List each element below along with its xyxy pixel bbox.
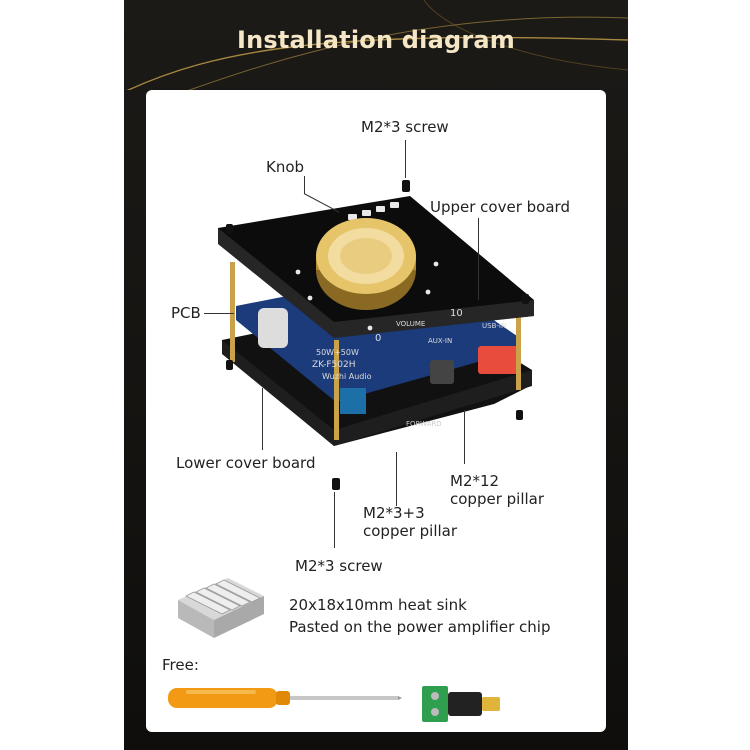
heatsink-label: 20x18x10mm heat sink Pasted on the power… [289, 594, 550, 638]
pillar-33-label: M2*3+3 copper pillar [363, 504, 457, 540]
lower-cover-label: Lower cover board [176, 454, 316, 472]
pillar-12-line1: M2*12 [450, 472, 500, 490]
screw-icon [332, 478, 340, 490]
top-screw-label: M2*3 screw [361, 118, 449, 136]
screwdriver-icon [168, 688, 402, 708]
pillar-33-line1: M2*3+3 [363, 504, 425, 522]
pillar-12-label: M2*12 copper pillar [450, 472, 544, 508]
free-label: Free: [162, 656, 199, 674]
knob-label: Knob [266, 158, 305, 176]
screw-icon [522, 294, 529, 304]
heatsink-line2: Pasted on the power amplifier chip [289, 618, 551, 636]
aux-jack-icon [430, 360, 454, 384]
board-usb-marking: USB-IN [482, 322, 507, 330]
capacitor-icon [258, 308, 288, 348]
screw-icon [402, 180, 410, 192]
screw-icon [516, 410, 523, 420]
copper-pillar [230, 262, 235, 362]
board-forward-marking: FORWARD [406, 420, 442, 428]
board-volume-marking: VOLUME [396, 320, 426, 328]
screw-icon [226, 360, 233, 370]
pillar-12-line2: copper pillar [450, 490, 545, 508]
knob-icon [316, 218, 416, 310]
board-power-marking: 50W+50W [316, 348, 359, 357]
gold-swoosh-decoration [126, 0, 628, 90]
heat-sink-icon [178, 578, 264, 638]
board-aux-marking: AUX-IN [428, 337, 453, 345]
screw-icon [226, 224, 233, 234]
board-brand-marking: Wuzhi Audio [322, 372, 372, 381]
dc-terminal-connector-icon [422, 686, 500, 722]
heatsink-line1: 20x18x10mm heat sink [289, 596, 467, 614]
copper-pillar [516, 310, 521, 390]
usb-port-icon [478, 346, 518, 374]
bottom-screw-label: M2*3 screw [295, 557, 383, 575]
board-model-marking: ZK-F502H [312, 360, 356, 370]
board-max-marking: 10 [450, 308, 463, 319]
pillar-33-line2: copper pillar [363, 522, 458, 540]
page-title: Installation diagram [236, 26, 516, 54]
copper-pillar [334, 340, 339, 440]
pcb-label: PCB [171, 304, 201, 322]
upper-cover-label: Upper cover board [430, 198, 570, 216]
bluetooth-module-icon [340, 388, 366, 414]
board-min-marking: 0 [375, 333, 382, 344]
